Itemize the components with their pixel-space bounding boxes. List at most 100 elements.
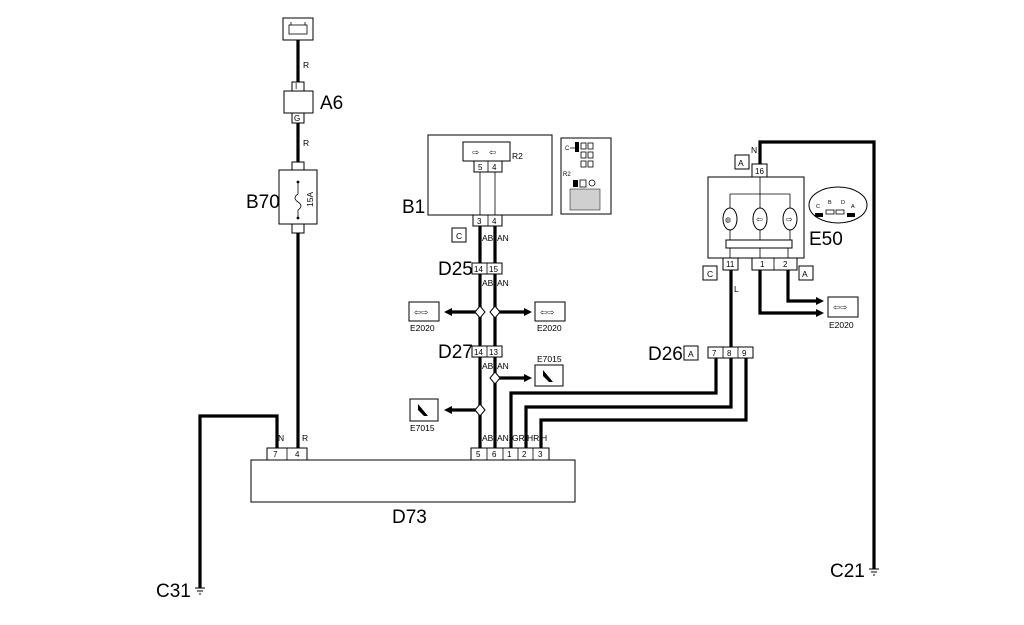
connector-tag-e50-a: [798, 265, 814, 281]
connector-tag-b1-text: C: [456, 231, 462, 241]
component-e50: 16 ◍ ⇦ ⇨ 11 1 2: [707, 163, 805, 271]
pin-b1-r2-5: 5: [478, 163, 483, 172]
pin-e50-2: 2: [783, 260, 788, 269]
label-d27: D27: [438, 342, 473, 363]
battery-icon: [282, 17, 314, 41]
arrow-right-icon: ⇨: [472, 147, 479, 157]
connector-tag-e50-top: [734, 154, 750, 170]
component-d73: 7 4 5 6 1 2 3: [250, 447, 576, 503]
connector-tag-e50-c: [702, 265, 718, 281]
fuse-rating: 15A: [305, 192, 315, 207]
wire-label-n-e50: N: [751, 145, 757, 155]
pin-a6-out: G: [294, 114, 300, 123]
wire-label-ab3: AB: [482, 361, 494, 371]
arrow-left-icon: ⇦: [489, 147, 496, 157]
b1-r2-label: R2: [512, 151, 523, 161]
wire-e50-1-e2020: [758, 270, 820, 315]
wire-label-r1: R: [303, 60, 309, 70]
pin-d73-3: 3: [538, 450, 543, 459]
wire-label-h: H: [541, 433, 547, 443]
component-a6: I G: [283, 81, 314, 124]
wire-label-r3: R: [302, 433, 308, 443]
ground-icon-c21: [869, 568, 879, 576]
ref-e7015-left-text: E7015: [410, 423, 435, 433]
pin-d27-14: 14: [474, 348, 483, 357]
ref-e7015-right: E7015: [534, 354, 564, 387]
arrows-icon: ⇦⇨: [833, 302, 847, 312]
pin-d26-8: 8: [727, 349, 732, 358]
connector-d25: 14 15: [471, 262, 503, 275]
pin-d25-15: 15: [489, 265, 498, 274]
arrows-icon: ⇦⇨: [414, 307, 428, 317]
pin-e50-11: 11: [726, 260, 735, 269]
arrows-icon: ⇦⇨: [540, 307, 554, 317]
svg-text:⇨: ⇨: [786, 215, 793, 224]
pin-d26-7: 7: [712, 349, 717, 358]
fuse-icon: [294, 193, 302, 211]
label-b1: B1: [402, 197, 425, 218]
pin-e50-16: 16: [755, 167, 764, 176]
connector-d27: 14 13: [471, 345, 503, 358]
wire-label-gr: GR: [512, 433, 525, 443]
sensor-icon: [543, 370, 553, 382]
ref-e2020-mid: ⇦⇨ E2020: [534, 301, 566, 333]
connector-tag-e50-c-text: C: [707, 269, 713, 279]
wire-h-d73-d26: [539, 358, 748, 448]
connector-d26: 7 8 9: [707, 346, 754, 359]
e50-inset-d: D: [841, 200, 845, 206]
pin-d73-2: 2: [522, 450, 527, 459]
label-a6: A6: [320, 93, 343, 114]
wire-label-ab2: AB: [482, 278, 494, 288]
connector-tag-d26: [683, 345, 699, 361]
label-d26: D26: [648, 344, 683, 365]
ref-e7015-right-text: E7015: [537, 354, 562, 364]
label-b70: B70: [246, 192, 280, 213]
connector-tag-e50-top-text: A: [738, 158, 744, 168]
e50-inset-b: B: [828, 200, 832, 206]
inset-r2-label: R2: [563, 172, 571, 178]
pin-b1-3: 3: [477, 217, 482, 226]
wire-label-n-d73: N: [278, 433, 284, 443]
connector-tag-b1: [451, 227, 467, 243]
wire-label-an3: AN: [497, 361, 509, 371]
label-d73: D73: [392, 507, 427, 528]
pin-e50-1: 1: [760, 260, 765, 269]
pin-d73-6: 6: [492, 450, 497, 459]
svg-text:◍: ◍: [725, 217, 731, 224]
connector-tag-d26-text: A: [688, 349, 694, 359]
pin-d26-9: 9: [742, 349, 747, 358]
pin-d73-7: 7: [273, 450, 278, 459]
wire-label-ab4: AB: [482, 433, 494, 443]
component-b1: ⇨ ⇦ 5 4 R2 3 4: [427, 134, 553, 227]
wire-d73-c31: [198, 414, 279, 588]
component-b70: [278, 161, 318, 234]
pin-b1-r2-4: 4: [492, 163, 497, 172]
pin-a6-in: I: [295, 82, 297, 91]
wire-label-an4: AN: [497, 433, 509, 443]
e50-inset-a: A: [851, 204, 855, 210]
wire-label-an1: AN: [497, 233, 509, 243]
pin-d27-13: 13: [489, 348, 498, 357]
label-c21: C21: [830, 561, 865, 582]
ref-e7015-left: E7015: [409, 398, 439, 433]
wire-hr-d73-d26: [524, 358, 733, 448]
ref-e2020-right-text: E2020: [829, 320, 854, 330]
wire-label-l: L: [734, 284, 739, 294]
ref-e2020-mid-text: E2020: [537, 323, 562, 333]
label-d25: D25: [438, 259, 473, 280]
wire-label-hr: HR: [527, 433, 539, 443]
ref-e2020-left: ⇦⇨ E2020: [408, 301, 440, 333]
wire-label-r2: R: [303, 138, 309, 148]
ground-icon-c31: [195, 587, 205, 595]
connector-inset-b1: C R2: [560, 137, 612, 215]
pin-d25-14: 14: [474, 265, 483, 274]
ref-e2020-left-text: E2020: [410, 323, 435, 333]
ref-e2020-right: ⇦⇨ E2020: [827, 296, 859, 330]
label-e50: E50: [809, 229, 843, 250]
e50-inset-c: C: [816, 204, 820, 210]
wire-e50-2-e2020: [786, 270, 820, 303]
pin-d73-1: 1: [507, 450, 512, 459]
inset-c-label: C: [565, 146, 570, 152]
pin-d73-4: 4: [295, 450, 300, 459]
